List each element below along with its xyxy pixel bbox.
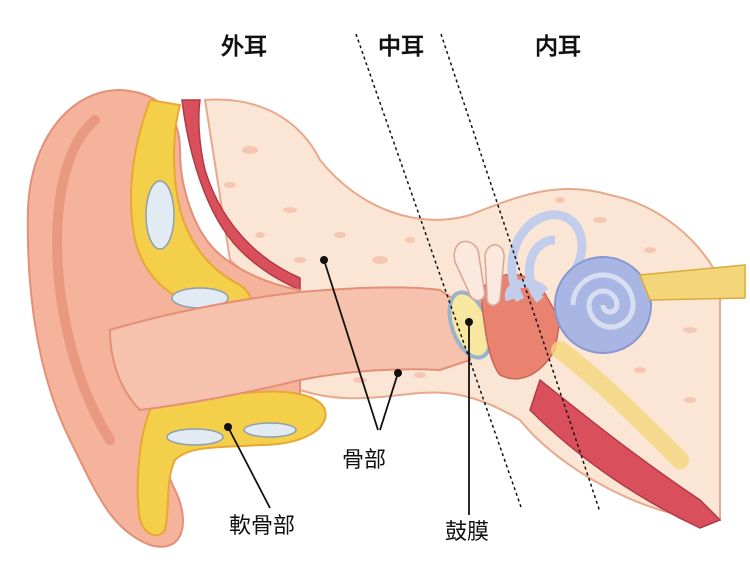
header-inner-ear: 内耳 xyxy=(535,34,581,60)
auditory-nerve xyxy=(638,264,746,301)
leader-dots xyxy=(224,256,473,431)
semicircular-canals xyxy=(504,210,587,303)
auricle-inner-fold xyxy=(52,115,115,445)
header-outer-ear: 外耳 xyxy=(221,34,267,60)
ossicles xyxy=(453,240,505,307)
leader-lines xyxy=(227,259,470,515)
ear-canal xyxy=(108,286,471,412)
label-cartilage-part: 軟骨部 xyxy=(229,514,296,539)
cartilage-lower-space-2 xyxy=(243,422,297,438)
cartilage-lower-space-1 xyxy=(166,428,224,446)
upper-muscle xyxy=(181,99,301,292)
cartilage-upper-space-1 xyxy=(145,180,175,250)
label-eardrum: 鼓膜 xyxy=(445,520,490,545)
header-middle-ear: 中耳 xyxy=(378,34,424,60)
eustachian-tube xyxy=(551,341,689,469)
cochlea xyxy=(554,256,652,354)
label-bony-part: 骨部 xyxy=(342,448,387,473)
lower-muscle xyxy=(529,378,722,529)
